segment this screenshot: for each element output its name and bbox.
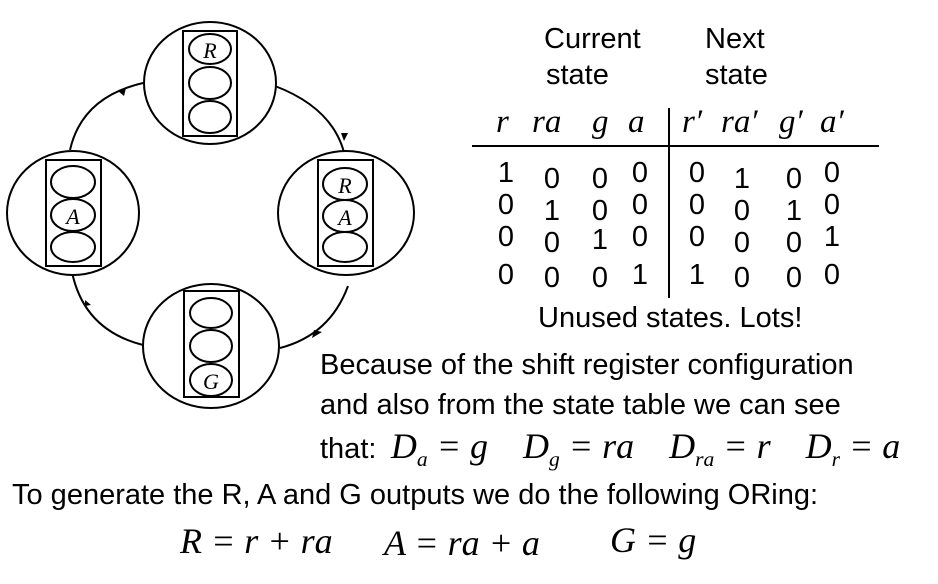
eq-rhs: = r xyxy=(723,426,771,466)
eq-subscript: a xyxy=(416,447,428,472)
lamp-label: A xyxy=(64,204,80,229)
state-right: R A xyxy=(277,150,415,276)
eq-rhs: = g xyxy=(436,426,488,466)
table-cell: 0 xyxy=(497,221,515,253)
table-cell: 0 xyxy=(785,163,803,195)
output-equation-g: G = g xyxy=(610,520,697,560)
equation-dr: Dr = a xyxy=(805,426,901,471)
state-top: R xyxy=(143,21,277,145)
table-cell: 1 xyxy=(785,195,803,227)
transition-bottom-left xyxy=(71,271,144,346)
table-cell: 0 xyxy=(785,262,803,294)
table-cell: 0 xyxy=(823,259,841,291)
var-r: r xyxy=(496,104,509,140)
lamp-label: R xyxy=(337,173,352,198)
var-g: g xyxy=(592,104,609,140)
table-cell: 0 xyxy=(543,227,561,259)
table-cell: 1 xyxy=(591,224,609,256)
table-cell: 0 xyxy=(823,189,841,221)
table-cell: 0 xyxy=(733,195,751,227)
next-state-heading-line2: state xyxy=(705,59,768,91)
state-diagram: R R A G A xyxy=(6,21,415,409)
var-ra: ra xyxy=(532,104,562,140)
explanation-line-3-prefix: that: xyxy=(320,433,377,465)
lamp-label: A xyxy=(336,205,352,230)
table-cell: 1 xyxy=(497,157,515,189)
var-r-next: r′ xyxy=(682,104,703,140)
current-state-heading-line2: state xyxy=(546,59,609,91)
table-cell: 1 xyxy=(688,259,706,291)
next-state-heading-line1: Next xyxy=(705,23,765,55)
equation-da: Da = g xyxy=(390,426,497,471)
lamp-circle xyxy=(188,100,232,134)
table-cell: 1 xyxy=(733,163,751,195)
lamp-circle xyxy=(189,297,233,329)
explanation-line-1: Because of the shift register configurat… xyxy=(320,349,854,381)
table-cell: 0 xyxy=(543,163,561,195)
eq-rhs: = a xyxy=(849,426,901,466)
table-divider xyxy=(668,108,670,298)
lamp-circle xyxy=(322,231,368,263)
eq-subscript: g xyxy=(548,447,560,472)
explanation-line-2: and also from the state table we can see xyxy=(320,389,841,421)
eq-subscript: r xyxy=(831,447,841,472)
arrow-head-right-bottom xyxy=(312,330,322,338)
lamp-circle xyxy=(188,66,232,100)
table-cell: 0 xyxy=(688,157,706,189)
next-state-heading: Next state xyxy=(705,21,768,93)
table-cell: 0 xyxy=(497,189,515,221)
var-ra-next: ra′ xyxy=(721,104,758,140)
lamp-circle xyxy=(189,363,233,397)
lamp-circle xyxy=(50,231,96,263)
lamp-label: G xyxy=(203,369,219,394)
table-cell: 0 xyxy=(688,221,706,253)
table-cell: 0 xyxy=(631,221,649,253)
transition-left-top xyxy=(69,82,144,151)
table-cell: 0 xyxy=(785,227,803,259)
state-bottom: G xyxy=(142,283,280,409)
table-cell: 1 xyxy=(823,221,841,253)
eq-symbol: D xyxy=(805,426,832,466)
table-cell: 0 xyxy=(591,195,609,227)
current-state-heading-line1: Current xyxy=(544,23,641,55)
arrow-head-top-right xyxy=(341,133,348,141)
table-cell: 0 xyxy=(688,189,706,221)
lamp-circle xyxy=(189,329,233,363)
equation-dg: Dg = ra xyxy=(522,426,643,471)
eq-symbol: D xyxy=(669,426,696,466)
output-equation-a: A = ra + a xyxy=(384,523,540,563)
table-header-rule xyxy=(472,145,879,147)
table-cell: 0 xyxy=(543,262,561,294)
table-cell: 0 xyxy=(591,262,609,294)
table-cell: 1 xyxy=(543,195,561,227)
var-g-next: g′ xyxy=(779,104,803,140)
table-cell: 0 xyxy=(823,157,841,189)
var-a-next: a′ xyxy=(820,104,844,140)
eq-subscript: ra xyxy=(695,447,715,472)
equation-dra: Dra = r xyxy=(669,426,780,471)
table-cell: 0 xyxy=(591,163,609,195)
eq-rhs: = ra xyxy=(568,426,635,466)
state-left: A xyxy=(6,150,140,276)
equation-line: that: Da = g Dg = ra Dra = r Dr = a xyxy=(320,425,900,472)
table-cell: 0 xyxy=(631,157,649,189)
table-cell: 0 xyxy=(497,259,515,291)
output-equation-r: R = r + ra xyxy=(180,521,333,561)
eq-symbol: D xyxy=(390,426,417,466)
table-cell: 0 xyxy=(733,262,751,294)
var-a: a xyxy=(628,104,645,140)
eq-symbol: D xyxy=(522,426,549,466)
table-cell: 0 xyxy=(631,189,649,221)
arrow-head-left-top xyxy=(118,88,126,96)
generate-outputs-text: To generate the R, A and G outputs we do… xyxy=(12,479,819,511)
table-cell: 1 xyxy=(631,259,649,291)
unused-states-note: Unused states. Lots! xyxy=(538,302,803,334)
current-state-heading: Current state xyxy=(544,21,641,93)
table-cell: 0 xyxy=(733,227,751,259)
lamp-circle xyxy=(188,33,232,65)
lamp-label: R xyxy=(202,38,217,63)
arrow-head-bottom-left xyxy=(85,300,91,306)
transition-right-bottom xyxy=(279,285,349,349)
transition-top-right xyxy=(274,85,347,163)
